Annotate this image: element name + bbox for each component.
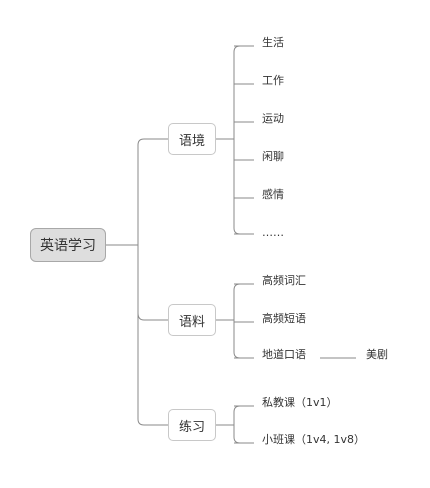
branch-node-yuliao[interactable]: 语料 <box>168 304 216 336</box>
connector-yujing-bracket <box>233 45 241 235</box>
connector-yuliao-bracket <box>233 283 241 359</box>
leaf-yujing-1[interactable]: 生活 <box>262 36 284 49</box>
connector-root-to-yujing <box>137 138 168 245</box>
leaf-yuliao-extra[interactable]: 美剧 <box>366 348 388 361</box>
branch-node-lianxi[interactable]: 练习 <box>168 409 216 441</box>
leaf-yuliao-2[interactable]: 高频短语 <box>262 312 306 325</box>
leaf-yujing-5[interactable]: 感情 <box>262 188 284 201</box>
branch-node-yujing[interactable]: 语境 <box>168 123 216 155</box>
connector-yuliao-items <box>234 283 254 359</box>
leaf-lianxi-2[interactable]: 小班课（1v4, 1v8） <box>262 433 366 446</box>
leaf-lianxi-1[interactable]: 私教课（1v1） <box>262 396 338 409</box>
leaf-yujing-4[interactable]: 闲聊 <box>262 150 284 163</box>
connector-lianxi-bracket <box>233 405 241 444</box>
leaf-yujing-3[interactable]: 运动 <box>262 112 284 125</box>
leaf-yujing-6[interactable]: …… <box>262 226 284 239</box>
connector-root-to-yuliao <box>137 245 168 321</box>
root-node[interactable]: 英语学习 <box>30 228 106 262</box>
connector-yujing-items <box>234 45 254 235</box>
leaf-yujing-2[interactable]: 工作 <box>262 74 284 87</box>
leaf-yuliao-3[interactable]: 地道口语 <box>262 348 306 361</box>
connector-lianxi-items <box>234 405 254 444</box>
connector-root-to-lianxi <box>137 313 168 426</box>
leaf-yuliao-1[interactable]: 高频词汇 <box>262 274 306 287</box>
